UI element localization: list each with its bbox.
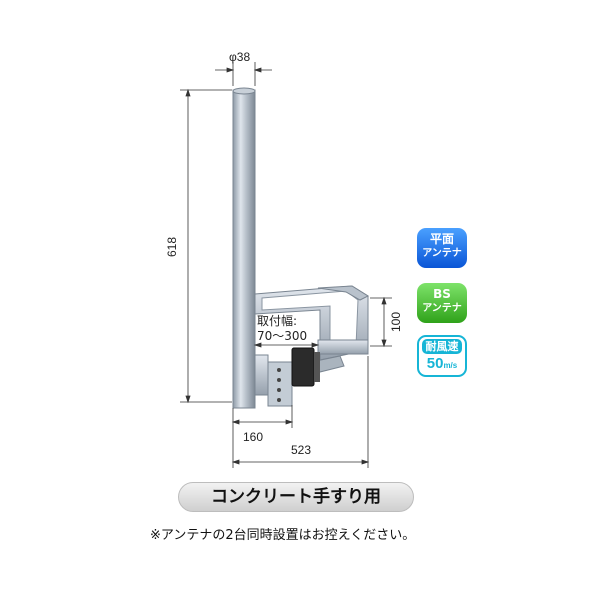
diameter-dimension [215, 62, 272, 86]
wind-badge-label: 耐風速 [422, 339, 462, 354]
clamp-range-caption: 取付幅: [257, 314, 298, 328]
flat-antenna-badge: 平面 アンテナ [417, 228, 467, 268]
bs-badge-line2: アンテナ [422, 303, 462, 314]
flat-badge-line1: 平面 [429, 232, 454, 246]
wind-speed-badge: 耐風速 50m/s [417, 335, 467, 377]
mounting-plate [254, 354, 345, 407]
vertical-pipe [232, 89, 256, 409]
rubber-pad [291, 347, 315, 387]
offset-dimension [231, 405, 294, 468]
offset-label: 160 [243, 430, 264, 444]
flat-badge-line2: アンテナ [422, 248, 462, 259]
product-title: コンクリート手すり用 [178, 482, 414, 512]
bs-antenna-badge: BS アンテナ [417, 283, 467, 323]
wind-speed-number: 50 [426, 355, 444, 372]
bracket-height-dimension [370, 296, 392, 348]
clamp-range-dimension [253, 342, 320, 348]
height-dimension [180, 88, 232, 404]
wind-speed-unit: m/s [443, 361, 458, 370]
pipe-top [232, 87, 256, 95]
installation-note: ※アンテナの2台同時設置はお控えください。 [150, 528, 416, 543]
height-label: 618 [165, 236, 180, 258]
bs-badge-line1: BS [433, 287, 451, 301]
clamp-range-value: 70～300 [257, 329, 308, 343]
bracket-height-label: 100 [389, 311, 404, 333]
depth-label: 523 [291, 443, 312, 457]
pipe-diameter-label: φ38 [229, 50, 251, 64]
wind-badge-value: 50m/s [419, 354, 465, 376]
clamp-range-label: 取付幅: 70～300 [257, 314, 307, 344]
arm-frame [254, 285, 370, 361]
depth-dimension [231, 356, 370, 468]
